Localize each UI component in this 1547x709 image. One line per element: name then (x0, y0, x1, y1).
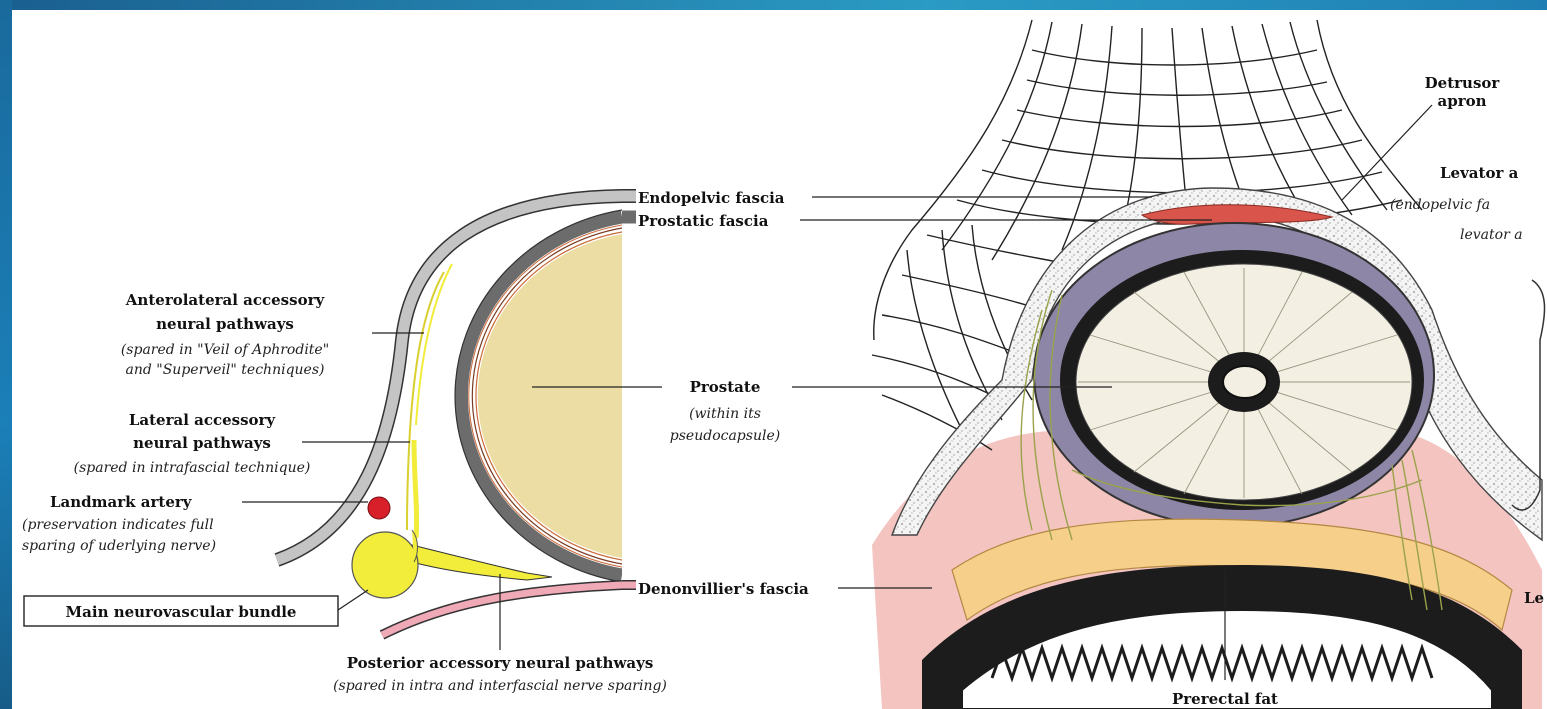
slide-canvas: Endopelvic fascia Prostatic fascia Anter… (12, 10, 1547, 709)
label-landmark-artery: Landmark artery (50, 493, 193, 511)
note-levator-line1: (endopelvic fa (1390, 197, 1490, 213)
note-anterolateral-line1: (spared in "Veil of Aphrodite" (121, 342, 329, 358)
lateral-nerve-pathway (414, 440, 417, 538)
posterior-nerve-pathway (412, 545, 552, 580)
main-neurovascular-bundle (352, 532, 418, 598)
label-levator: Levator a (1440, 164, 1519, 182)
label-prostatic-fascia: Prostatic fascia (638, 212, 769, 230)
label-detrusor-line1: Detrusor (1425, 74, 1501, 92)
label-denonvillier-fascia: Denonvillier's fascia (638, 580, 809, 598)
right-illustration (872, 20, 1545, 709)
label-lateral-line2: neural pathways (133, 434, 271, 452)
label-prerectal-fat: Prerectal fat (1172, 690, 1278, 708)
note-prostate-line2: pseudocapsule) (670, 428, 780, 444)
label-main-neurovascular-bundle: Main neurovascular bundle (66, 603, 297, 621)
note-lateral: (spared in intrafascial technique) (74, 460, 311, 476)
label-lateral-line1: Lateral accessory (129, 411, 277, 429)
denonvillier-fascia-band (382, 585, 622, 635)
label-posterior-pathways: Posterior accessory neural pathways (347, 654, 654, 672)
label-endopelvic-fascia: Endopelvic fascia (638, 189, 785, 207)
note-prostate-line1: (within its (689, 406, 761, 422)
landmark-artery (368, 497, 390, 519)
label-le: Le (1524, 589, 1544, 607)
note-landmark-line1: (preservation indicates full (22, 517, 214, 533)
label-anterolateral-line1: Anterolateral accessory (125, 291, 326, 309)
note-levator-line2: levator a (1460, 227, 1523, 243)
label-prostate: Prostate (690, 378, 761, 396)
slide-frame-left (0, 0, 12, 709)
left-schematic (277, 196, 622, 635)
slide-frame-top (0, 0, 1547, 10)
note-landmark-line2: sparing of uderlying nerve) (22, 538, 216, 554)
note-posterior: (spared in intra and interfascial nerve … (333, 678, 667, 694)
note-anterolateral-line2: and "Superveil" techniques) (126, 362, 325, 378)
label-anterolateral-line2: neural pathways (156, 315, 294, 333)
diagram-figure: Endopelvic fascia Prostatic fascia Anter… (12, 10, 1547, 709)
label-detrusor-line2: apron (1437, 92, 1486, 110)
